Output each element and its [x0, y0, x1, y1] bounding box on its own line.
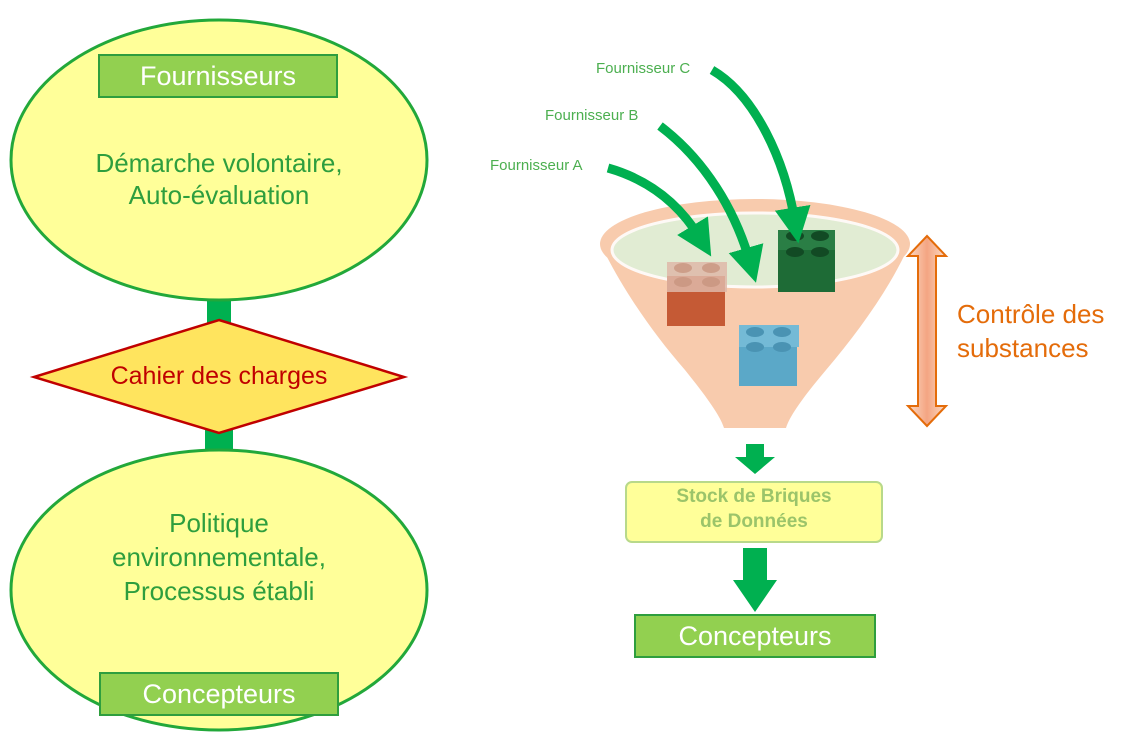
- control-label-line2: substances: [957, 332, 1089, 363]
- arrow-supplier-b: [657, 122, 764, 283]
- arrow-to-stock: [735, 444, 775, 474]
- supplier-a-label: Fournisseur A: [490, 157, 583, 174]
- designers-description-line2: environnementale,: [112, 541, 326, 572]
- stock-box: [625, 481, 883, 543]
- brick-red: [667, 262, 727, 326]
- specification-label: Cahier des charges: [110, 362, 328, 390]
- stock-label: Stock de Briques de Données: [626, 485, 882, 534]
- control-label-line1: Contrôle des: [957, 299, 1105, 329]
- designers-label-right: Concepteurs: [678, 620, 832, 651]
- arrow-supplier-c: [709, 66, 811, 244]
- arrow-supplier-a: [606, 163, 712, 257]
- designers-title: Concepteurs: [142, 678, 296, 709]
- control-double-arrow: [905, 234, 949, 428]
- stock-label-line1: Stock de Briques: [676, 486, 832, 507]
- arrow-to-designers: [733, 548, 777, 612]
- designers-ellipse: [9, 448, 429, 732]
- supplier-c-label: Fournisseur C: [596, 60, 691, 77]
- designers-box-right: Concepteurs: [634, 614, 876, 658]
- suppliers-description-line2: Auto-évaluation: [128, 179, 310, 210]
- suppliers-description: Démarche volontaire, Auto-évaluation: [69, 148, 369, 211]
- control-label: Contrôle des substances: [957, 298, 1104, 366]
- brick-green: [778, 230, 835, 292]
- designers-description-line3: Processus établi: [123, 575, 315, 606]
- funnel-opening: [610, 211, 900, 289]
- suppliers-description-line1: Démarche volontaire,: [95, 148, 343, 178]
- suppliers-title: Fournisseurs: [139, 60, 297, 91]
- suppliers-title-box: Fournisseurs: [98, 54, 338, 98]
- stock-label-line2: de Données: [700, 510, 808, 532]
- designers-description-line1: Politique: [169, 508, 269, 538]
- brick-blue: [739, 325, 799, 386]
- supplier-b-label: Fournisseur B: [545, 107, 639, 124]
- specification-diamond: [29, 318, 409, 435]
- designers-title-box: Concepteurs: [99, 672, 339, 716]
- designers-description: Politique environnementale, Processus ét…: [69, 507, 369, 608]
